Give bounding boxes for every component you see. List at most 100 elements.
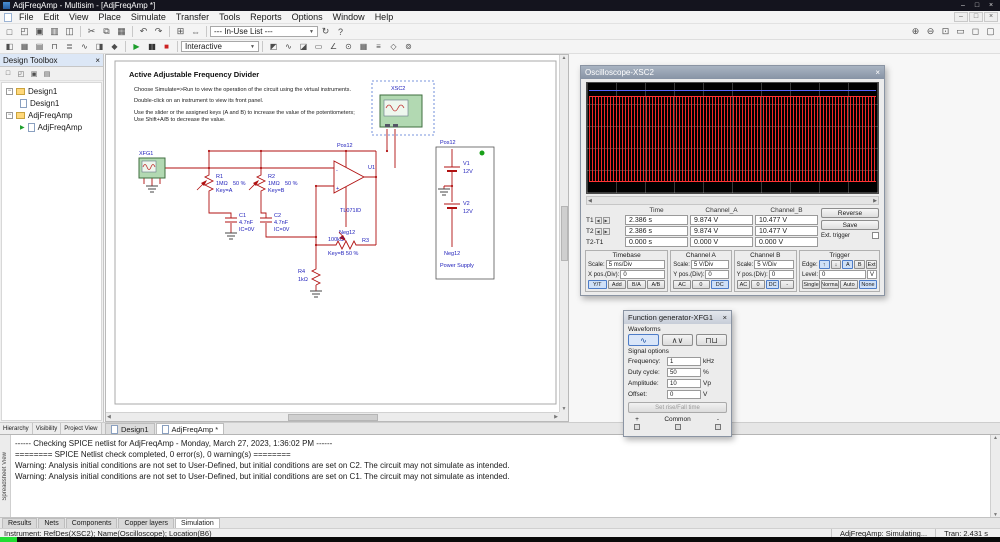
refresh-button[interactable]: ↻ — [318, 25, 333, 38]
capacitor-c2[interactable]: C2 4.7nF IC=0V — [260, 213, 290, 233]
tab-copper-layers[interactable]: Copper layers — [118, 518, 174, 528]
trigger-level-value[interactable]: 0 — [819, 270, 866, 279]
opamp-u1[interactable]: - + U1 TL071ID — [334, 161, 375, 214]
channel-a-scale-value[interactable]: 5 V/Div — [691, 260, 729, 269]
pause-simulation-button[interactable]: ▮▮ — [144, 41, 159, 53]
channel-b-dc-button[interactable]: DC — [766, 280, 780, 289]
offset-field[interactable]: 0 — [667, 390, 701, 399]
mdi-close-button[interactable]: × — [984, 12, 998, 22]
tree-item-adjfreqamp-sheet[interactable]: ▶ AdjFreqAmp — [2, 121, 101, 133]
ground-symbol[interactable] — [225, 233, 237, 239]
terminal-pad[interactable] — [715, 424, 721, 430]
dtb-layers-button[interactable]: ▤ — [41, 68, 53, 79]
ground-symbol[interactable] — [438, 189, 450, 195]
function-generator-button[interactable]: ∿ — [281, 41, 296, 53]
potentiometer-r2[interactable]: R2 1MΩ 50 % Key=B — [249, 173, 298, 194]
bode-plotter-button[interactable]: ∠ — [326, 41, 341, 53]
menu-edit[interactable]: Edit — [39, 12, 65, 22]
cut-button[interactable]: ✂ — [84, 25, 99, 38]
function-generator-close-button[interactable]: × — [723, 313, 727, 322]
maximize-button[interactable]: □ — [970, 2, 984, 9]
copy-button[interactable]: ⧉ — [99, 25, 114, 38]
open-button[interactable]: ◰ — [17, 25, 32, 38]
function-generator-titlebar[interactable]: Function generator-XFG1 × — [624, 311, 731, 324]
zoom-window-button[interactable]: ⊞ — [173, 25, 188, 38]
ab-button[interactable]: A/B — [647, 280, 666, 289]
simulation-profile-dropdown[interactable]: Interactive ▼ — [181, 41, 259, 52]
set-rise-fall-time-button[interactable]: Set rise/Fall time — [628, 402, 727, 413]
zoom-in-button[interactable]: ⊕ — [908, 25, 923, 38]
frequency-counter-button[interactable]: ⊙ — [341, 41, 356, 53]
tab-hierarchy[interactable]: Hierarchy — [0, 423, 33, 434]
minimize-button[interactable]: – — [956, 2, 970, 9]
trigger-a-button[interactable]: A — [842, 260, 853, 269]
terminal-pad[interactable] — [675, 424, 681, 430]
sheet-tab-adjfreqamp[interactable]: AdjFreqAmp * — [156, 423, 225, 434]
trigger-single-button[interactable]: Single — [802, 280, 820, 289]
grapher-button[interactable]: ∿ — [77, 41, 92, 53]
fullscreen-button[interactable]: ▢ — [983, 25, 998, 38]
tab-visibility[interactable]: Visibility — [33, 423, 62, 434]
function-generator-symbol[interactable]: XFG1 — [139, 151, 165, 178]
dtb-open-button[interactable]: ◰ — [15, 68, 27, 79]
cursor-right-button[interactable]: ▶ — [603, 217, 610, 224]
add-button[interactable]: Add — [608, 280, 627, 289]
trigger-auto-button[interactable]: Auto — [840, 280, 858, 289]
potentiometer-r1[interactable]: R1 1MΩ 50 % Key=A — [197, 173, 246, 194]
channel-b-ac-button[interactable]: AC — [737, 280, 751, 289]
menu-help[interactable]: Help — [370, 12, 399, 22]
new-button[interactable]: □ — [2, 25, 17, 38]
scroll-right-icon[interactable]: ▶ — [554, 414, 558, 420]
measurement-probe-button[interactable]: ⊚ — [401, 41, 416, 53]
iv-analyzer-button[interactable]: ◇ — [386, 41, 401, 53]
pan-button[interactable]: ⇔ — [188, 25, 203, 38]
tab-project-view[interactable]: Project View — [61, 423, 101, 434]
circuit-wires[interactable] — [144, 129, 452, 291]
scroll-up-icon[interactable]: ▲ — [562, 55, 567, 61]
scrollbar-thumb[interactable] — [288, 414, 378, 421]
menu-file[interactable]: File — [14, 12, 39, 22]
redo-button[interactable]: ↷ — [151, 25, 166, 38]
scroll-right-icon[interactable]: ▶ — [873, 198, 877, 204]
print-button[interactable]: ▥ — [47, 25, 62, 38]
tree-item-design1-project[interactable]: − Design1 — [2, 85, 101, 97]
ground-symbol[interactable] — [310, 291, 322, 297]
edge-falling-button[interactable]: ↓ — [831, 260, 842, 269]
zoom-fit-button[interactable]: ◻ — [968, 25, 983, 38]
word-generator-button[interactable]: ▦ — [356, 41, 371, 53]
component-button[interactable]: ⊓ — [47, 41, 62, 53]
run-simulation-button[interactable]: ▶ — [129, 41, 144, 53]
resistor-r4[interactable]: R4 1kΩ — [298, 267, 320, 285]
duty-cycle-field[interactable]: 50 — [667, 368, 701, 377]
scope-time-scrollbar[interactable]: ◀ ▶ — [586, 196, 879, 205]
mdi-restore-button[interactable]: □ — [969, 12, 983, 22]
power-supply-block[interactable]: Pos12 V1 12V V2 12V Neg12 Power Supply — [436, 140, 494, 279]
channel-b-scale-value[interactable]: 5 V/Div — [754, 260, 794, 269]
oscilloscope-window[interactable]: Oscilloscope-XSC2 × ◀ ▶ T1 ◀ ▶ T2 ◀ ▶ — [580, 65, 885, 296]
netlist-button[interactable]: ≣ — [62, 41, 77, 53]
tree-expander-icon[interactable]: − — [6, 88, 13, 95]
scroll-left-icon[interactable]: ◀ — [588, 198, 592, 204]
canvas-vertical-scrollbar[interactable]: ▲ ▼ — [559, 55, 568, 412]
edge-rising-button[interactable]: ↑ — [819, 260, 830, 269]
channel-a-ypos-value[interactable]: 0 — [705, 270, 728, 279]
trigger-normal-button[interactable]: Normal — [821, 280, 839, 289]
amplitude-field[interactable]: 10 — [667, 379, 701, 388]
channel-a-zero-button[interactable]: 0 — [692, 280, 710, 289]
paste-button[interactable]: ▦ — [114, 25, 129, 38]
channel-a-dc-button[interactable]: DC — [711, 280, 729, 289]
zoom-out-button[interactable]: ⊖ — [923, 25, 938, 38]
terminal-pad[interactable] — [634, 424, 640, 430]
square-wave-button[interactable]: ⊓⊔ — [696, 334, 727, 346]
menu-view[interactable]: View — [64, 12, 93, 22]
help-button[interactable]: ? — [333, 25, 348, 38]
timebase-xpos-value[interactable]: 0 — [620, 270, 665, 279]
dtb-new-button[interactable]: □ — [2, 68, 14, 79]
yt-button[interactable]: Y/T — [588, 280, 607, 289]
scrollbar-thumb[interactable] — [561, 206, 568, 261]
design-toolbox-close-button[interactable]: × — [95, 56, 100, 65]
channel-b-zero-button[interactable]: 0 — [751, 280, 765, 289]
capacitor-c1[interactable]: C1 4.7nF IC=0V — [225, 213, 255, 233]
database-button[interactable]: ▤ — [32, 41, 47, 53]
triangle-wave-button[interactable]: ∧∨ — [662, 334, 693, 346]
